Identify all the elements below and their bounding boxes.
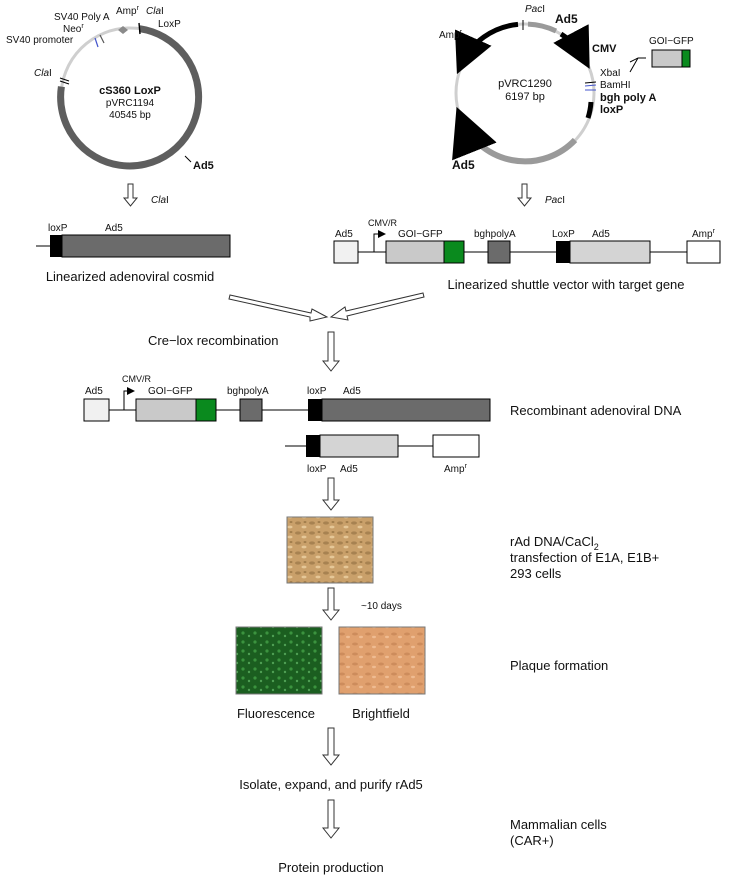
isolate-label: Isolate, expand, and purify rAd5 bbox=[239, 777, 423, 792]
cre-lox-label: Cre−lox recombination bbox=[148, 333, 278, 348]
fluorescence-micrograph bbox=[235, 626, 323, 695]
svg-text:293 cells: 293 cells bbox=[510, 566, 562, 581]
ad5-right-label: Ad5 bbox=[592, 229, 610, 240]
brightfield-label: Brightfield bbox=[352, 706, 410, 721]
bottom-ad5-label: Ad5 bbox=[340, 464, 358, 475]
brightfield-micrograph bbox=[338, 626, 426, 695]
loxp-label: loxP bbox=[307, 386, 327, 397]
cmv-label: CMV/R bbox=[122, 374, 152, 384]
goi-label: GOI−GFP bbox=[148, 386, 193, 397]
mammalian-line2: (CAR+) bbox=[510, 833, 554, 848]
pac-label: PacI bbox=[525, 4, 545, 15]
sv40-promoter-label: SV40 promoter bbox=[6, 35, 74, 46]
loxp-label: loxP bbox=[48, 223, 68, 234]
loxp-label: LoxP bbox=[552, 229, 575, 240]
amp-label: Ampr bbox=[116, 5, 140, 17]
ad5-label: Ad5 bbox=[105, 223, 123, 234]
ad5-label: Ad5 bbox=[343, 386, 361, 397]
shuttle-caption: Linearized shuttle vector with target ge… bbox=[447, 277, 684, 292]
amp-label: Ampr bbox=[692, 228, 716, 240]
plasmid2-size: 6197 bp bbox=[505, 91, 545, 103]
cosmid-caption: Linearized adenoviral cosmid bbox=[46, 269, 214, 284]
hollow-arrow bbox=[321, 727, 341, 766]
pac-step-label: PacI bbox=[545, 195, 565, 206]
plasmid1-name: cS360 LoxP bbox=[99, 85, 161, 97]
bam-label: BamHI bbox=[600, 80, 631, 91]
goi-label: GOI−GFP bbox=[398, 229, 443, 240]
recombinant-adenoviral-dna: Ad5 CMV/R GOI−GFP bghpolyA loxP Ad5 Reco… bbox=[83, 374, 682, 475]
hollow-arrow bbox=[516, 183, 533, 207]
ad5-label: Ad5 bbox=[193, 160, 214, 172]
loxp-label: LoxP bbox=[158, 19, 181, 30]
hollow-arrow bbox=[321, 477, 341, 511]
hollow-arrow-diagonal-left bbox=[228, 294, 329, 322]
hollow-arrow-diagonal-right bbox=[329, 292, 425, 321]
amp-label: Ampr bbox=[439, 29, 463, 41]
mammalian-line1: Mammalian cells bbox=[510, 817, 607, 832]
linearized-cosmid: loxP Ad5 Linearized adenoviral cosmid bbox=[36, 223, 231, 284]
fluorescence-label: Fluorescence bbox=[237, 706, 315, 721]
plaque-caption: Plaque formation bbox=[510, 658, 608, 673]
bgh-label: bghpolyA bbox=[227, 386, 269, 397]
cla-step-label: ClaI bbox=[151, 195, 169, 206]
bottom-amp-label: Ampr bbox=[444, 463, 468, 475]
cla-top-label: ClaI bbox=[146, 6, 164, 17]
plasmid-cs360-loxp: SV40 Poly A Neor SV40 promoter Ampr ClaI… bbox=[6, 5, 214, 172]
days-label: ~10 days bbox=[361, 601, 402, 612]
ad5-left-label: Ad5 bbox=[85, 386, 103, 397]
transfection-text: rAd DNA/CaCl2 transfection of E1A, E1B+ … bbox=[510, 534, 659, 581]
plasmid1-alt-name: pVRC1194 bbox=[106, 98, 155, 109]
ad5-left-label: Ad5 bbox=[335, 229, 353, 240]
svg-text:GOI−GFP: GOI−GFP bbox=[649, 36, 694, 47]
cmv-label: CMV bbox=[592, 43, 617, 55]
bgh-label: bghpolyA bbox=[474, 229, 516, 240]
xba-label: XbaI bbox=[600, 68, 621, 79]
goi-gfp-insert: GOI−GFP bbox=[629, 36, 694, 73]
plasmid1-size: 40545 bp bbox=[109, 110, 151, 121]
recombinant-caption: Recombinant adenoviral DNA bbox=[510, 403, 682, 418]
cmv-label: CMV/R bbox=[368, 218, 398, 228]
hollow-arrow bbox=[321, 331, 341, 372]
plasmid2-name: pVRC1290 bbox=[498, 78, 552, 90]
bgh-label: bgh poly A bbox=[600, 92, 656, 104]
protein-production-label: Protein production bbox=[278, 860, 384, 875]
plasmid-pvrc1290: PacI Ad5 Ampr CMV XbaI BamHI bgh poly A … bbox=[439, 4, 694, 172]
neo-label: Neor bbox=[63, 23, 84, 35]
cla-left-label: ClaI bbox=[34, 68, 52, 79]
svg-text:rAd DNA/CaCl2: rAd DNA/CaCl2 bbox=[510, 534, 599, 552]
loxp-label: loxP bbox=[600, 104, 623, 116]
hollow-arrow bbox=[321, 587, 341, 621]
transfection-micrograph bbox=[286, 516, 374, 584]
linearized-shuttle-vector: Ad5 CMV/R GOI−GFP bghpolyA LoxP Ad5 Ampr… bbox=[333, 218, 721, 292]
svg-text:transfection of E1A, E1B+: transfection of E1A, E1B+ bbox=[510, 550, 659, 565]
hollow-arrow bbox=[122, 183, 139, 207]
bottom-loxp-label: loxP bbox=[307, 464, 327, 475]
ad5-top-label: Ad5 bbox=[555, 12, 578, 26]
hollow-arrow bbox=[321, 799, 341, 839]
sv40-polya-label: SV40 Poly A bbox=[54, 12, 110, 23]
ad5-bottom-label: Ad5 bbox=[452, 158, 475, 172]
